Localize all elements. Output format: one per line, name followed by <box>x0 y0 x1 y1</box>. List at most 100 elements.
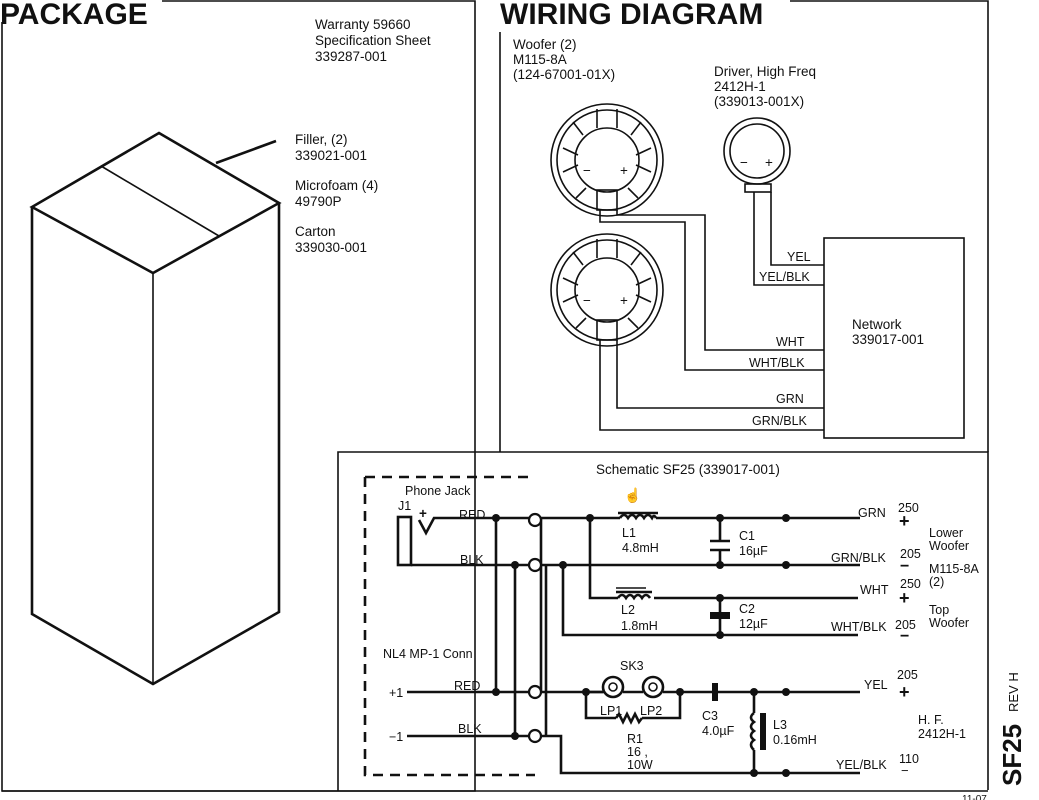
wire-wht <box>616 210 824 351</box>
hf-label-2: 2412H-1 <box>918 727 966 741</box>
conn-red-label: RED <box>454 679 480 693</box>
lamp-lp2-icon <box>641 675 665 699</box>
network-part-number: 339017-001 <box>852 332 924 347</box>
schematic-title: Schematic SF25 (339017-001) <box>596 462 780 477</box>
woofer-label: Woofer (2) <box>513 37 577 52</box>
wiring-frame-right <box>790 0 989 452</box>
upper-woofer-icon: − + <box>550 103 664 217</box>
out-yel-label: YEL <box>864 678 888 692</box>
r1-resistance: 16 , <box>627 745 648 759</box>
warranty-note: Warranty 59660 <box>315 17 411 32</box>
out-grn-num: 250 <box>898 501 919 515</box>
woofer-model-label: M115-8A <box>929 562 979 576</box>
driver-model: 2412H-1 <box>714 79 766 94</box>
out-yel-num: 205 <box>897 668 918 682</box>
inductor-l2-icon <box>616 587 652 601</box>
package-frame <box>1 0 476 792</box>
c2-value: 12µF <box>739 617 768 631</box>
c1-value: 16µF <box>739 544 768 558</box>
svg-text:−: − <box>740 155 748 170</box>
out-grn-blk-pol: − <box>900 558 909 575</box>
network-label: Network <box>852 317 902 332</box>
nl4-label: NL4 MP-1 Conn <box>383 647 473 661</box>
lp2-label: LP2 <box>640 704 662 718</box>
out-yel-blk-pol: − <box>901 763 909 778</box>
sk3-label: SK3 <box>620 659 644 673</box>
c3-value: 4.0µF <box>702 724 735 738</box>
out-wht-label: WHT <box>860 583 889 597</box>
model-code: SF25 <box>997 724 1027 786</box>
wire-yel <box>770 192 824 266</box>
wire-grn <box>616 340 824 409</box>
inductor-l1-icon: ☝ <box>618 486 658 521</box>
capacitor-c3-icon <box>712 683 718 701</box>
carton-label: Carton <box>295 224 336 239</box>
schematic-frame <box>337 451 989 791</box>
top-woofer-label-1: Top <box>929 603 949 617</box>
out-wht-blk-pol: − <box>900 628 909 645</box>
filler-label: Filler, (2) <box>295 132 348 147</box>
date-code: 11-07 <box>962 794 987 800</box>
out-wht-pol: + <box>899 588 910 608</box>
connector-box <box>363 475 535 777</box>
out-grn-blk-label: GRN/BLK <box>831 551 887 565</box>
svg-text:+: + <box>620 163 628 178</box>
wire-label-yel-blk: YEL/BLK <box>759 270 810 284</box>
jack-red-label: RED <box>459 508 485 522</box>
spec-sheet-note: Specification Sheet <box>315 33 431 48</box>
lower-woofer-icon: − + <box>550 233 664 347</box>
driver-part-number: (339013-001X) <box>714 94 804 109</box>
r1-wattage: 10W <box>627 758 653 772</box>
l3-value: 0.16mH <box>773 733 817 747</box>
pin-minus1-label: −1 <box>389 730 403 744</box>
wire-label-wht-blk: WHT/BLK <box>749 356 805 370</box>
wire-wht-blk <box>599 210 824 371</box>
driver-label: Driver, High Freq <box>714 64 816 79</box>
phone-jack-label: Phone Jack <box>405 484 471 498</box>
microfoam-label: Microfoam (4) <box>295 178 378 193</box>
lower-woofer-label-2: Woofer <box>929 539 969 553</box>
package-section: PACKAGE Warranty 59660 Specification She… <box>0 0 431 686</box>
conn-blk-label: BLK <box>458 722 482 736</box>
hf-label-1: H. F. <box>918 713 944 727</box>
l1-label: L1 <box>622 526 636 540</box>
hf-driver-icon: − + <box>723 117 791 193</box>
wire-label-yel: YEL <box>787 250 811 264</box>
resistor-r1-icon <box>614 711 644 725</box>
wiring-title: WIRING DIAGRAM <box>500 0 763 31</box>
svg-text:−: − <box>583 163 591 178</box>
package-title: PACKAGE <box>0 0 148 31</box>
woofer-qty-label: (2) <box>929 575 944 589</box>
woofer-model: M115-8A <box>513 52 567 67</box>
woofer-part-number: (124-67001-01X) <box>513 67 615 82</box>
schematic-section: Schematic SF25 (339017-001) Phone Jack J… <box>363 462 979 778</box>
frames <box>1 0 989 792</box>
inductor-l3-icon <box>749 711 766 751</box>
wire-label-grn: GRN <box>776 392 804 406</box>
c1-label: C1 <box>739 529 755 543</box>
capacitor-c2-icon <box>710 612 730 619</box>
microfoam-number: 49790P <box>295 194 342 209</box>
filler-leader-line <box>215 139 277 165</box>
out-yel-blk-num: 110 <box>899 752 919 766</box>
out-grn-blk-num: 205 <box>900 547 921 561</box>
wire-yel-blk <box>753 192 824 286</box>
hand-cursor-icon: ☝ <box>624 486 641 504</box>
footer: SF25 REV H 11-07 <box>962 672 1027 800</box>
out-wht-blk-label: WHT/BLK <box>831 620 887 634</box>
lower-woofer-label-1: Lower <box>929 526 963 540</box>
c3-label: C3 <box>702 709 718 723</box>
phone-jack-icon: + <box>396 506 465 567</box>
carton-number: 339030-001 <box>295 240 367 255</box>
j1-label: J1 <box>398 499 411 513</box>
revision: REV H <box>1006 672 1021 712</box>
wiring-section: WIRING DIAGRAM Woofer (2) M115-8A (124-6… <box>492 0 965 439</box>
spec-sheet-number: 339287-001 <box>315 49 387 64</box>
filler-number: 339021-001 <box>295 148 367 163</box>
wire-grn-blk <box>599 340 824 431</box>
wire-label-wht: WHT <box>776 335 805 349</box>
network-box <box>823 237 965 439</box>
out-grn-label: GRN <box>858 506 886 520</box>
wire-label-grn-blk: GRN/BLK <box>752 414 808 428</box>
c2-label: C2 <box>739 602 755 616</box>
